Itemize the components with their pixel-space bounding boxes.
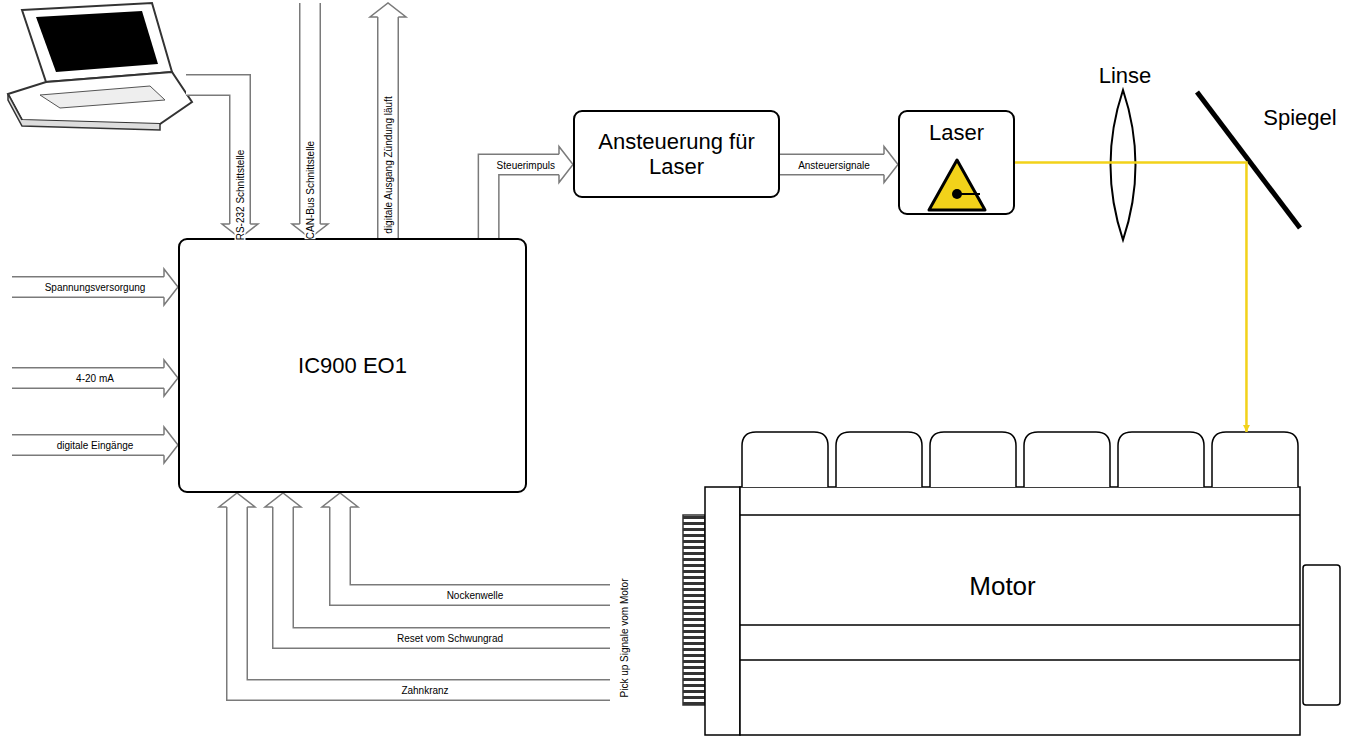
engine-shape: Motor bbox=[705, 432, 1300, 735]
part-name: Linse bbox=[1099, 64, 1152, 88]
laser-beam bbox=[1015, 163, 1246, 433]
flywheel-arrow bbox=[283, 507, 610, 638]
signal-connector-inner bbox=[489, 165, 559, 238]
block-line bbox=[740, 514, 1300, 516]
cylinder-head bbox=[1118, 432, 1204, 487]
block-line bbox=[740, 659, 1300, 661]
connector-label: Ansteuersignale bbox=[796, 159, 872, 170]
output-arrow bbox=[377, 17, 399, 238]
laser-box: Laser bbox=[898, 110, 1015, 215]
output-arrow-inner bbox=[379, 17, 398, 238]
camshaft-arrow bbox=[340, 507, 610, 595]
connector-group bbox=[489, 147, 573, 238]
input-label: digitale Eingänge bbox=[57, 440, 134, 451]
laptop-illustration bbox=[8, 3, 192, 130]
rs232-arrow bbox=[186, 85, 240, 224]
flywheel-arrow-inner bbox=[283, 507, 610, 638]
cylinder-head bbox=[742, 432, 828, 487]
rs232-arrow-inner bbox=[186, 85, 240, 224]
signal-connector bbox=[489, 165, 559, 238]
signal-label: Nockenwelle bbox=[447, 590, 504, 601]
node-text: Laser bbox=[929, 120, 984, 145]
signal-connector-head bbox=[884, 147, 898, 183]
pulley bbox=[1303, 565, 1340, 705]
cylinder-heads bbox=[742, 432, 1298, 487]
input-label: Spannungsversorgung bbox=[45, 282, 146, 293]
output-label: digitale Ausgang Zündung läuft bbox=[383, 96, 394, 233]
signal-connector-inner bbox=[780, 155, 884, 174]
block-line bbox=[740, 624, 1300, 626]
part-name: Spiegel bbox=[1263, 106, 1336, 130]
supply-arrow-inner bbox=[12, 278, 164, 297]
signal-label: Reset vom Schwungrad bbox=[397, 633, 503, 644]
laptop-base bbox=[8, 72, 192, 124]
laptop-screen bbox=[36, 11, 158, 72]
digital-input-arrow-head bbox=[164, 427, 178, 463]
engine-block bbox=[740, 487, 1300, 735]
digital-input-arrow bbox=[12, 434, 164, 456]
camshaft-arrow-inner bbox=[340, 507, 610, 595]
current-input-arrow bbox=[12, 367, 164, 389]
signal-connector bbox=[780, 154, 884, 176]
connector-label: Steuerimpuls bbox=[495, 159, 557, 170]
laser-warning-sign bbox=[929, 160, 985, 210]
current-input-arrow-head bbox=[164, 360, 178, 396]
connector-group bbox=[780, 147, 898, 183]
node-text: Motor bbox=[969, 572, 1035, 602]
warning-triangle bbox=[929, 160, 985, 210]
camshaft-arrow-head bbox=[322, 493, 358, 507]
controller-box: IC900 EO1 bbox=[178, 238, 527, 493]
laser-driver-box: Ansteuerung für Laser bbox=[573, 110, 780, 198]
signal-connector-head bbox=[559, 147, 573, 183]
supply-arrow bbox=[12, 276, 164, 298]
laser-ray bbox=[957, 193, 980, 195]
engine-flange bbox=[705, 487, 740, 735]
digital-input-arrow-inner bbox=[12, 436, 164, 455]
connector-group bbox=[1015, 163, 1246, 433]
input-label: 4-20 mA bbox=[76, 373, 114, 384]
ring-gear bbox=[683, 515, 705, 705]
ring-gear-arrow-head bbox=[219, 493, 255, 507]
lens-symbol bbox=[1111, 90, 1136, 240]
node-text: Ansteuerung für Laser bbox=[585, 129, 768, 180]
ring-gear-arrow-inner bbox=[237, 507, 610, 690]
cylinder-head bbox=[836, 432, 922, 487]
cylinder-head bbox=[930, 432, 1016, 487]
flywheel-arrow-head bbox=[265, 493, 301, 507]
node-text: IC900 EO1 bbox=[298, 353, 407, 378]
signal-label: Zahnkranz bbox=[401, 685, 448, 696]
laptop-keyboard bbox=[40, 86, 165, 108]
output-arrow-head bbox=[370, 3, 406, 17]
supply-arrow-head bbox=[164, 269, 178, 305]
engine-illustration bbox=[683, 432, 1340, 735]
interface-label: RS-232 Schnittstelle bbox=[235, 150, 246, 241]
ring-gear-arrow bbox=[237, 507, 610, 690]
cylinder-head bbox=[1212, 432, 1298, 487]
laptop-screen-frame bbox=[22, 3, 172, 82]
current-input-arrow-inner bbox=[12, 369, 164, 388]
interface-label: CAN-Bus Schnittstelle bbox=[305, 141, 316, 239]
signal-arrows bbox=[12, 3, 610, 690]
cylinder-head bbox=[1024, 432, 1110, 487]
signal-group-label: Pick up Signale vom Motor bbox=[619, 579, 630, 698]
